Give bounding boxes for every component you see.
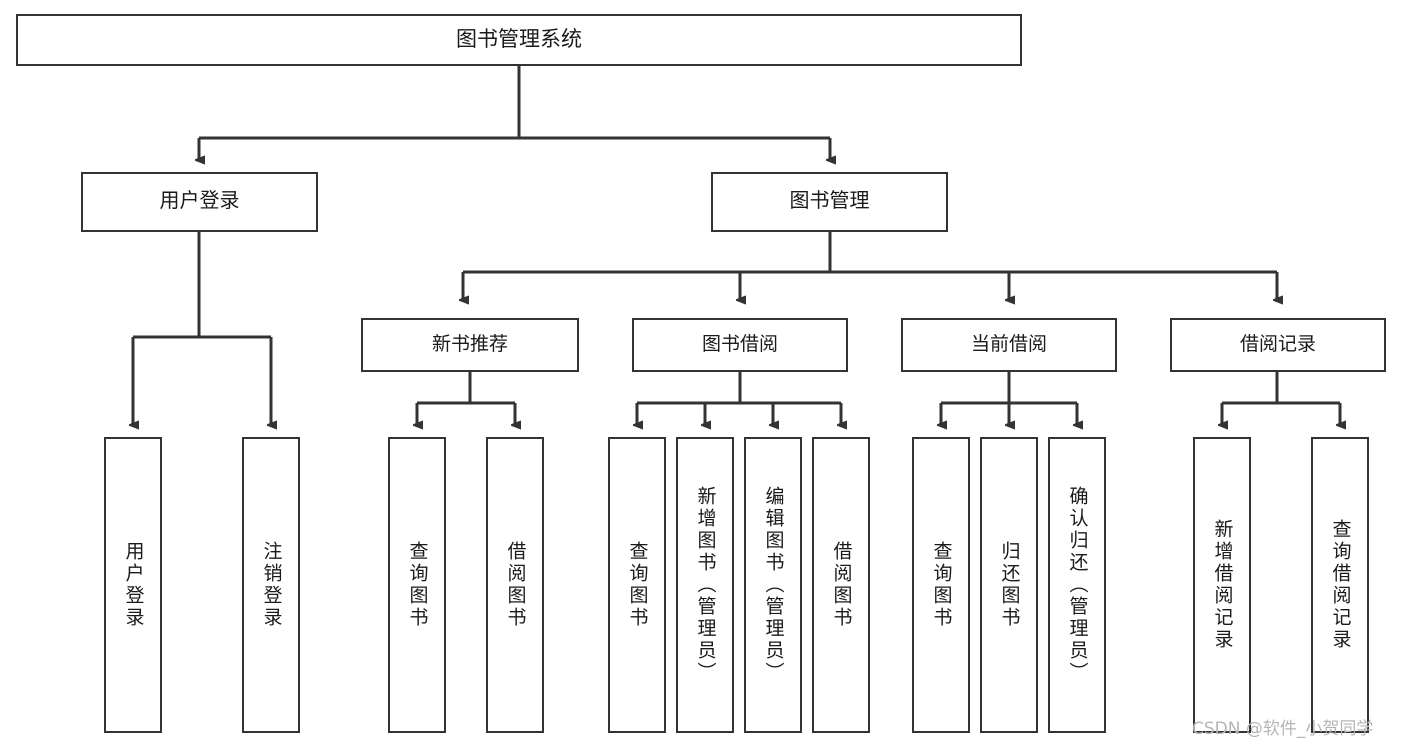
node-leaf-newbook-borrow-book[interactable]: 借阅图书 xyxy=(486,437,544,733)
node-label: 注销登录 xyxy=(260,541,282,629)
node-label: 借阅图书 xyxy=(504,541,526,629)
node-leaf-borrow-add-book-admin[interactable]: 新增图书（管理员） xyxy=(676,437,734,733)
node-label: 借阅图书 xyxy=(830,541,852,629)
node-label: 归还图书 xyxy=(998,541,1020,629)
node-label: 新增图书（管理员） xyxy=(694,486,716,684)
node-label: 新增借阅记录 xyxy=(1211,519,1233,651)
node-label: 查询借阅记录 xyxy=(1329,519,1351,651)
node-label: 图书管理系统 xyxy=(456,27,582,51)
node-leaf-user-login-logout[interactable]: 注销登录 xyxy=(242,437,300,733)
node-new-book-recommendation[interactable]: 新书推荐 xyxy=(361,318,579,372)
node-book-management[interactable]: 图书管理 xyxy=(711,172,948,232)
node-label: 图书管理 xyxy=(789,190,870,213)
node-root-book-management-system[interactable]: 图书管理系统 xyxy=(16,14,1022,66)
node-leaf-borrow-edit-book-admin[interactable]: 编辑图书（管理员） xyxy=(744,437,802,733)
node-leaf-current-return-book[interactable]: 归还图书 xyxy=(980,437,1038,733)
node-label: 确认归还（管理员） xyxy=(1066,486,1088,684)
node-label: 查询图书 xyxy=(626,541,648,629)
node-label: 新书推荐 xyxy=(431,333,508,355)
node-label: 用户登录 xyxy=(122,541,144,629)
node-label: 当前借阅 xyxy=(970,333,1047,355)
node-label: 查询图书 xyxy=(406,541,428,629)
node-leaf-record-query-record[interactable]: 查询借阅记录 xyxy=(1311,437,1369,733)
csdn-watermark: CSDN @软件_小贺同学 xyxy=(1192,719,1374,739)
node-current-borrowing[interactable]: 当前借阅 xyxy=(901,318,1117,372)
node-leaf-borrow-query-book[interactable]: 查询图书 xyxy=(608,437,666,733)
node-leaf-record-add-record[interactable]: 新增借阅记录 xyxy=(1193,437,1251,733)
node-leaf-user-login-login[interactable]: 用户登录 xyxy=(104,437,162,733)
node-leaf-newbook-query-book[interactable]: 查询图书 xyxy=(388,437,446,733)
node-label: 查询图书 xyxy=(930,541,952,629)
node-borrowing-record[interactable]: 借阅记录 xyxy=(1170,318,1386,372)
node-user-login[interactable]: 用户登录 xyxy=(81,172,318,232)
node-label: 图书借阅 xyxy=(701,333,778,355)
node-label: 用户登录 xyxy=(159,190,240,213)
node-book-borrowing[interactable]: 图书借阅 xyxy=(632,318,848,372)
node-leaf-borrow-borrow-book[interactable]: 借阅图书 xyxy=(812,437,870,733)
node-label: 借阅记录 xyxy=(1239,333,1316,355)
node-leaf-current-query-book[interactable]: 查询图书 xyxy=(912,437,970,733)
node-leaf-current-confirm-return-admin[interactable]: 确认归还（管理员） xyxy=(1048,437,1106,733)
node-label: 编辑图书（管理员） xyxy=(762,486,784,684)
